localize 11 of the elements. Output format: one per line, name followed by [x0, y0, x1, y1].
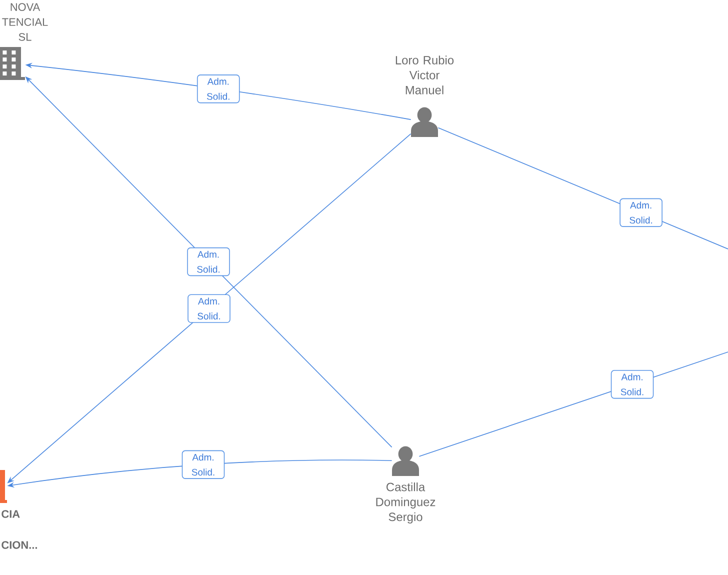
edge-label: Adm. Solid. — [196, 74, 240, 104]
person-name: Castilla Dominguez Sergio — [376, 482, 436, 524]
company-name: NOVA TENCIAL SL — [2, 3, 48, 41]
edge-label: Adm. Solid. — [187, 247, 230, 276]
edge-label: Adm. Solid. — [188, 294, 230, 323]
edge-label: Adm. Solid. — [610, 370, 654, 399]
company-name: CIA — [2, 510, 20, 518]
edge-label: Adm. Solid. — [620, 198, 662, 227]
person-name: Loro Rubio Victor Manuel — [396, 56, 454, 94]
company-name: CION... — [2, 541, 37, 549]
edge-label: Adm. Solid. — [182, 450, 225, 479]
